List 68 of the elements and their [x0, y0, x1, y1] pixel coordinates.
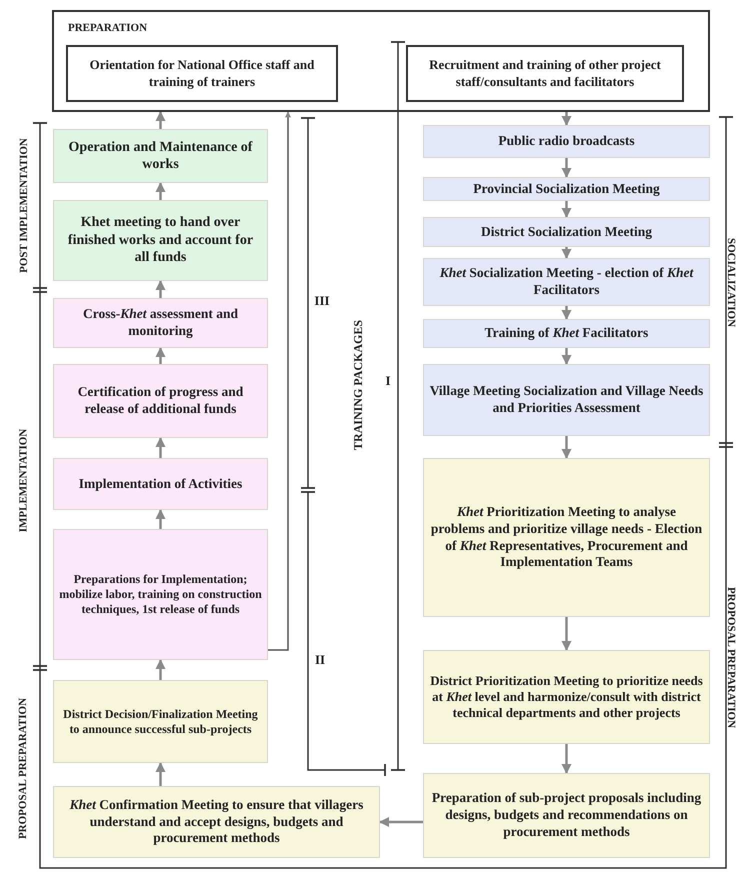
arrow	[562, 112, 572, 126]
phase-label: SOCIALIZATION	[726, 237, 736, 327]
box-label: Operation and Maintenance of works	[68, 138, 254, 174]
phase-frame	[52, 10, 710, 112]
process-box	[53, 786, 380, 858]
phase-label: POST IMPLEMENTATION	[18, 138, 30, 272]
box-label: Khet Socialization Meeting - election of Khet Facilitators	[438, 265, 694, 299]
box-label: Public radio broadcasts	[498, 133, 635, 150]
box-label: Cross-Khet assessment and monitoring	[82, 306, 240, 340]
process-box	[423, 364, 710, 436]
box-label: Khet meeting to hand over finished works and account for all funds	[66, 214, 254, 267]
arrow	[562, 247, 572, 259]
phase-label: PROPOSAL PREPARATION	[726, 586, 736, 728]
arrow	[156, 762, 166, 786]
process-box	[66, 45, 338, 102]
process-box	[53, 364, 268, 438]
box-label: Khet Prioritization Meeting to analyse problems and prioritize village needs - Election of Khet Representatives, Procurement and Implementation Teams	[430, 504, 704, 572]
box-label: Training of Khet Facilitators	[484, 325, 648, 342]
box-label: District Decision/Finalization Meeting to announce successful sub-projects	[62, 706, 259, 736]
process-box	[53, 680, 268, 763]
process-box	[423, 458, 710, 617]
process-box	[53, 129, 268, 183]
arrow	[562, 436, 572, 459]
box-label: Implementation of Activities	[78, 476, 242, 492]
box-label: Preparation of sub-project proposals including designs, budgets and recommendations on procurement methods	[430, 790, 702, 841]
arrow	[156, 111, 166, 129]
section-title: PREPARATION	[68, 22, 148, 36]
process-box	[423, 650, 710, 744]
package-numeral: III	[314, 294, 330, 306]
process-box	[53, 529, 268, 660]
arrow	[562, 744, 572, 774]
arrow	[562, 306, 572, 320]
process-box	[53, 200, 268, 281]
process-box	[53, 458, 268, 510]
process-box	[423, 258, 710, 306]
box-label: District Socialization Meeting	[481, 224, 652, 240]
arrow	[156, 509, 166, 529]
arrow	[156, 182, 166, 200]
process-box	[423, 177, 710, 201]
box-label: Village Meeting Socialization and Village Needs and Priorities Assessment	[429, 383, 704, 417]
phase-label: TRAINING PACKAGES	[352, 320, 364, 450]
process-box	[423, 125, 710, 158]
process-box	[423, 217, 710, 247]
box-label: Certification of progress and release of additional funds	[76, 384, 244, 418]
arrow	[562, 617, 572, 651]
box-label: Preparations for Implementation; mobilize labor, training on construction techniques, 1st release of funds	[59, 572, 262, 617]
arrow	[562, 348, 572, 365]
arrow	[268, 111, 291, 651]
arrow	[156, 659, 166, 680]
process-box	[423, 773, 710, 858]
arrow	[156, 437, 166, 458]
phase-label: IMPLEMENTATION	[18, 428, 30, 532]
package-numeral: II	[314, 652, 326, 666]
box-label: District Prioritization Meeting to prioritize needs at Khet level and harmonize/consult with district technical departments and other projects	[429, 672, 704, 722]
box-label: Orientation for National Office staff and training of trainers	[88, 57, 316, 90]
package-numeral: I	[385, 374, 391, 386]
process-box	[53, 298, 268, 348]
arrow	[156, 280, 166, 298]
arrow	[562, 201, 572, 218]
box-label: Khet Confirmation Meeting to ensure that villagers understand and accept designs, budgets and procurement methods	[68, 796, 364, 848]
arrow	[562, 158, 572, 178]
arrow	[379, 817, 423, 827]
box-label: Recruitment and training of other project staff/consultants and facilitators	[428, 57, 662, 90]
process-box	[423, 319, 710, 348]
phase-label: PROPOSAL PREPARATION	[18, 697, 30, 839]
process-box	[406, 45, 684, 102]
box-label: Provincial Socialization Meeting	[473, 180, 660, 198]
arrow	[156, 347, 166, 364]
